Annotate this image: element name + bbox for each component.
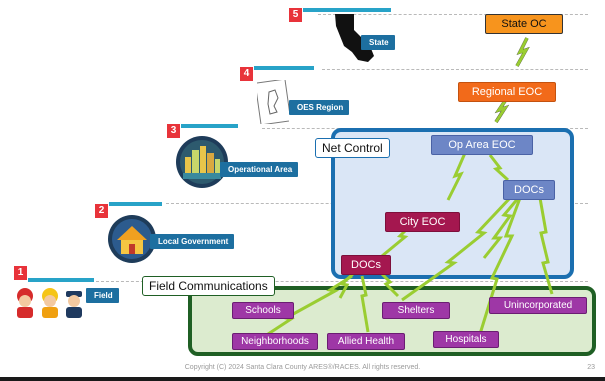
city-eoc-node: City EOC: [385, 212, 460, 232]
docs-upper-node: DOCs: [503, 180, 555, 200]
level-5-label: State: [361, 35, 395, 50]
radio-link: [478, 197, 522, 335]
net-control-label: Net Control: [315, 138, 390, 158]
regional-eoc-node: Regional EOC: [458, 82, 556, 102]
radio-link: [360, 275, 370, 333]
level-2-label: Local Government: [150, 234, 235, 249]
radio-link: [261, 274, 353, 340]
level-5-bar: [303, 8, 391, 12]
docs-lower-node: DOCs: [341, 255, 391, 275]
radio-link: [338, 270, 357, 299]
radio-link: [515, 37, 530, 67]
level-1-bar: [28, 278, 94, 282]
radio-link: [401, 196, 512, 302]
level-3-bar: [181, 124, 238, 128]
level-2-badge: 2: [95, 204, 108, 218]
radio-link: [482, 195, 522, 259]
radio-link: [376, 268, 400, 298]
schools-node: Schools: [232, 302, 294, 319]
level-4-label: OES Region: [289, 100, 350, 115]
radio-link: [488, 154, 510, 182]
level-4-badge: 4: [240, 67, 253, 81]
state-oc-node: State OC: [485, 14, 563, 34]
level-2-bar: [109, 202, 162, 206]
radio-link: [494, 97, 509, 123]
hospitals-node: Hospitals: [433, 331, 499, 348]
responders-icon: [17, 288, 82, 318]
radio-link: [538, 197, 554, 295]
house-icon: [108, 215, 156, 263]
level-divider: [322, 69, 588, 70]
copyright-footer: Copyright (C) 2024 Santa Clara County AR…: [184, 364, 421, 371]
level-4-bar: [254, 66, 314, 70]
neighborhoods-node: Neighborhoods: [232, 333, 318, 350]
radio-link: [446, 152, 467, 201]
page-number: 23: [587, 364, 595, 371]
level-3-label: Operational Area: [220, 162, 299, 177]
level-1-badge: 1: [14, 266, 27, 280]
field-communications-label: Field Communications: [142, 276, 275, 296]
level-3-badge: 3: [167, 124, 180, 138]
level-5-badge: 5: [289, 8, 302, 22]
bottom-rule: [0, 377, 605, 381]
city-skyline-icon: [176, 136, 228, 188]
level-divider: [318, 14, 588, 15]
allied-health-node: Allied Health: [327, 333, 405, 350]
california-map-icon: [335, 14, 374, 62]
oes-region-map-icon: [257, 80, 289, 124]
level-1-label: Field: [86, 288, 119, 303]
unincorporated-node: Unincorporated: [489, 297, 587, 314]
op-area-eoc-node: Op Area EOC: [431, 135, 533, 155]
shelters-node: Shelters: [382, 302, 450, 319]
